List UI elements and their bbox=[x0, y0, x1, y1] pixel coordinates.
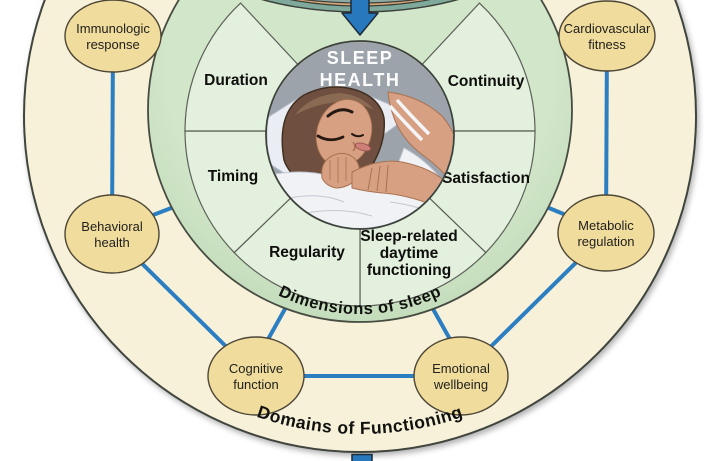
center-title-line2: HEALTH bbox=[320, 70, 401, 90]
domain-circle-cognitive-function bbox=[207, 336, 305, 416]
domain-circles bbox=[64, 0, 656, 416]
dimension-labels: Duration Continuity Timing Satisfaction … bbox=[204, 72, 530, 279]
timing-label: Timing bbox=[208, 168, 259, 185]
sleep-related-label-line1: Sleep-related bbox=[360, 228, 457, 245]
domain-labels: Immunologic response Cardiovascular fitn… bbox=[76, 21, 651, 392]
cognitive-label-line2: function bbox=[233, 377, 279, 392]
tank-strap bbox=[388, 104, 424, 142]
closed-eye-2 bbox=[351, 133, 364, 138]
bottom-arrow-stub bbox=[351, 453, 373, 461]
satisfaction-label: Satisfaction bbox=[442, 170, 530, 187]
center-circle-outline bbox=[265, 40, 455, 230]
emotional-label-line2: wellbeing bbox=[433, 377, 488, 392]
regularity-label: Regularity bbox=[269, 244, 345, 261]
behavioral-label-line2: health bbox=[94, 235, 129, 250]
sleep-related-label-line2: daytime bbox=[380, 245, 439, 262]
finger-lines bbox=[329, 157, 347, 183]
hair-highlight bbox=[295, 93, 374, 115]
domain-circle-immunologic-response bbox=[64, 0, 162, 73]
forearm-finger-lines bbox=[367, 164, 389, 193]
cardiovascular-label-line2: fitness bbox=[588, 37, 626, 52]
domain-circle-metabolic-regulation bbox=[557, 194, 655, 272]
metabolic-label-line2: regulation bbox=[577, 234, 634, 249]
lips bbox=[354, 142, 372, 152]
immunologic-label-line1: Immunologic bbox=[76, 21, 150, 36]
continuity-label: Continuity bbox=[448, 73, 525, 90]
domain-circle-behavioral-health bbox=[64, 194, 160, 274]
cardiovascular-label-line1: Cardiovascular bbox=[564, 21, 651, 36]
eyebrow bbox=[326, 108, 354, 118]
immunologic-label-line2: response bbox=[86, 37, 139, 52]
behavioral-label-line1: Behavioral bbox=[81, 219, 143, 234]
center-title-line1: SLEEP bbox=[327, 48, 394, 68]
down-arrow-icon bbox=[341, 0, 379, 36]
sleep-related-label-line3: functioning bbox=[367, 262, 451, 279]
metabolic-label-line1: Metabolic bbox=[578, 218, 634, 233]
sleeping-person-illustration bbox=[267, 42, 453, 228]
nose bbox=[352, 141, 356, 152]
closed-eye bbox=[316, 134, 345, 142]
cognitive-label-line1: Cognitive bbox=[229, 361, 283, 376]
tank-strap-2 bbox=[395, 98, 431, 136]
emotional-label-line1: Emotional bbox=[432, 361, 490, 376]
domain-circle-emotional-wellbeing bbox=[413, 336, 509, 416]
duration-label: Duration bbox=[204, 72, 268, 89]
hand-under-cheek bbox=[321, 152, 360, 189]
domain-circle-cardiovascular-fitness bbox=[558, 0, 656, 72]
